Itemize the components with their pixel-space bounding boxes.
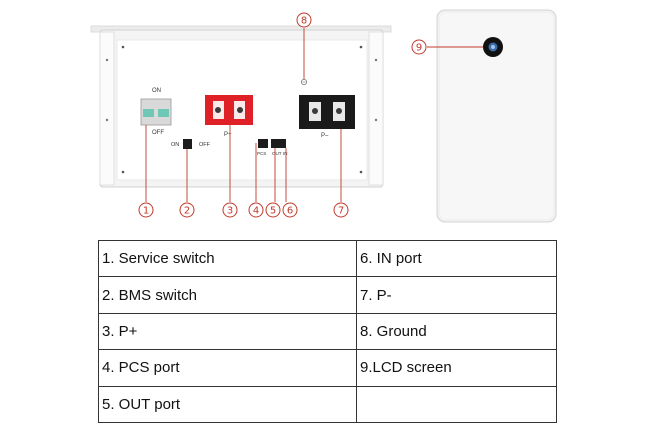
legend-cell: 6. IN port (356, 239, 557, 278)
legend-cell: 1. Service switch (98, 239, 357, 278)
pcs-port-label: PCS (257, 151, 266, 156)
legend-cell: 5. OUT port (98, 385, 357, 424)
legend-table: 1. Service switch 6. IN port 2. BMS swit… (98, 239, 557, 424)
service-switch: ON OFF (140, 88, 172, 136)
p-minus-label: P– (321, 133, 329, 139)
svg-text:4: 4 (253, 206, 259, 217)
table-row: 4. PCS port 9.LCD screen (98, 349, 557, 387)
table-row: 2. BMS switch 7. P- (98, 276, 557, 314)
callout-6: 6 (282, 202, 298, 218)
bms-switch: ON OFF (171, 139, 211, 149)
svg-text:3: 3 (227, 206, 233, 217)
svg-text:1: 1 (143, 206, 149, 217)
p-minus-terminal: P– (299, 95, 355, 139)
service-switch-off-label: OFF (152, 130, 164, 136)
callout-3: 3 (222, 202, 238, 218)
leader-lines (145, 28, 483, 202)
callout-1: 1 (138, 202, 154, 218)
callout-7: 7 (333, 202, 349, 218)
ground-icon (301, 79, 307, 85)
legend-cell: 2. BMS switch (98, 276, 357, 314)
p-plus-terminal: P+ (205, 95, 253, 138)
svg-text:9: 9 (416, 43, 422, 54)
table-row: 5. OUT port (98, 385, 557, 424)
legend-cell (356, 385, 557, 424)
callout-9: 9 (411, 39, 427, 55)
legend-cell: 4. PCS port (98, 349, 357, 387)
p-plus-label: P+ (224, 132, 232, 138)
communication-ports: PCS OUT IN (257, 139, 288, 156)
svg-text:5: 5 (270, 206, 276, 217)
battery-side-view (436, 9, 557, 223)
table-row: 3. P+ 8. Ground (98, 312, 557, 351)
svg-text:6: 6 (287, 206, 293, 217)
legend-cell: 7. P- (356, 276, 557, 314)
bms-switch-off-label: OFF (199, 142, 211, 148)
svg-text:7: 7 (338, 206, 344, 217)
legend-cell: 9.LCD screen (356, 349, 557, 387)
callout-5: 5 (265, 202, 281, 218)
battery-diagram: ON OFF ON OFF P+ PCS OUT IN P– (90, 9, 557, 223)
in-port-label: IN (283, 151, 288, 156)
callout-8: 8 (296, 12, 312, 28)
callouts: 1 2 3 4 5 6 7 8 9 (138, 12, 427, 218)
callout-4: 4 (248, 202, 264, 218)
out-port-label: OUT (272, 151, 282, 156)
svg-text:8: 8 (301, 16, 307, 27)
legend-cell: 8. Ground (356, 312, 557, 351)
callout-2: 2 (179, 202, 195, 218)
svg-text:2: 2 (184, 206, 190, 217)
table-row: 1. Service switch 6. IN port (98, 239, 557, 278)
bms-switch-on-label: ON (171, 142, 179, 148)
legend-cell: 3. P+ (98, 312, 357, 351)
service-switch-on-label: ON (152, 88, 161, 94)
